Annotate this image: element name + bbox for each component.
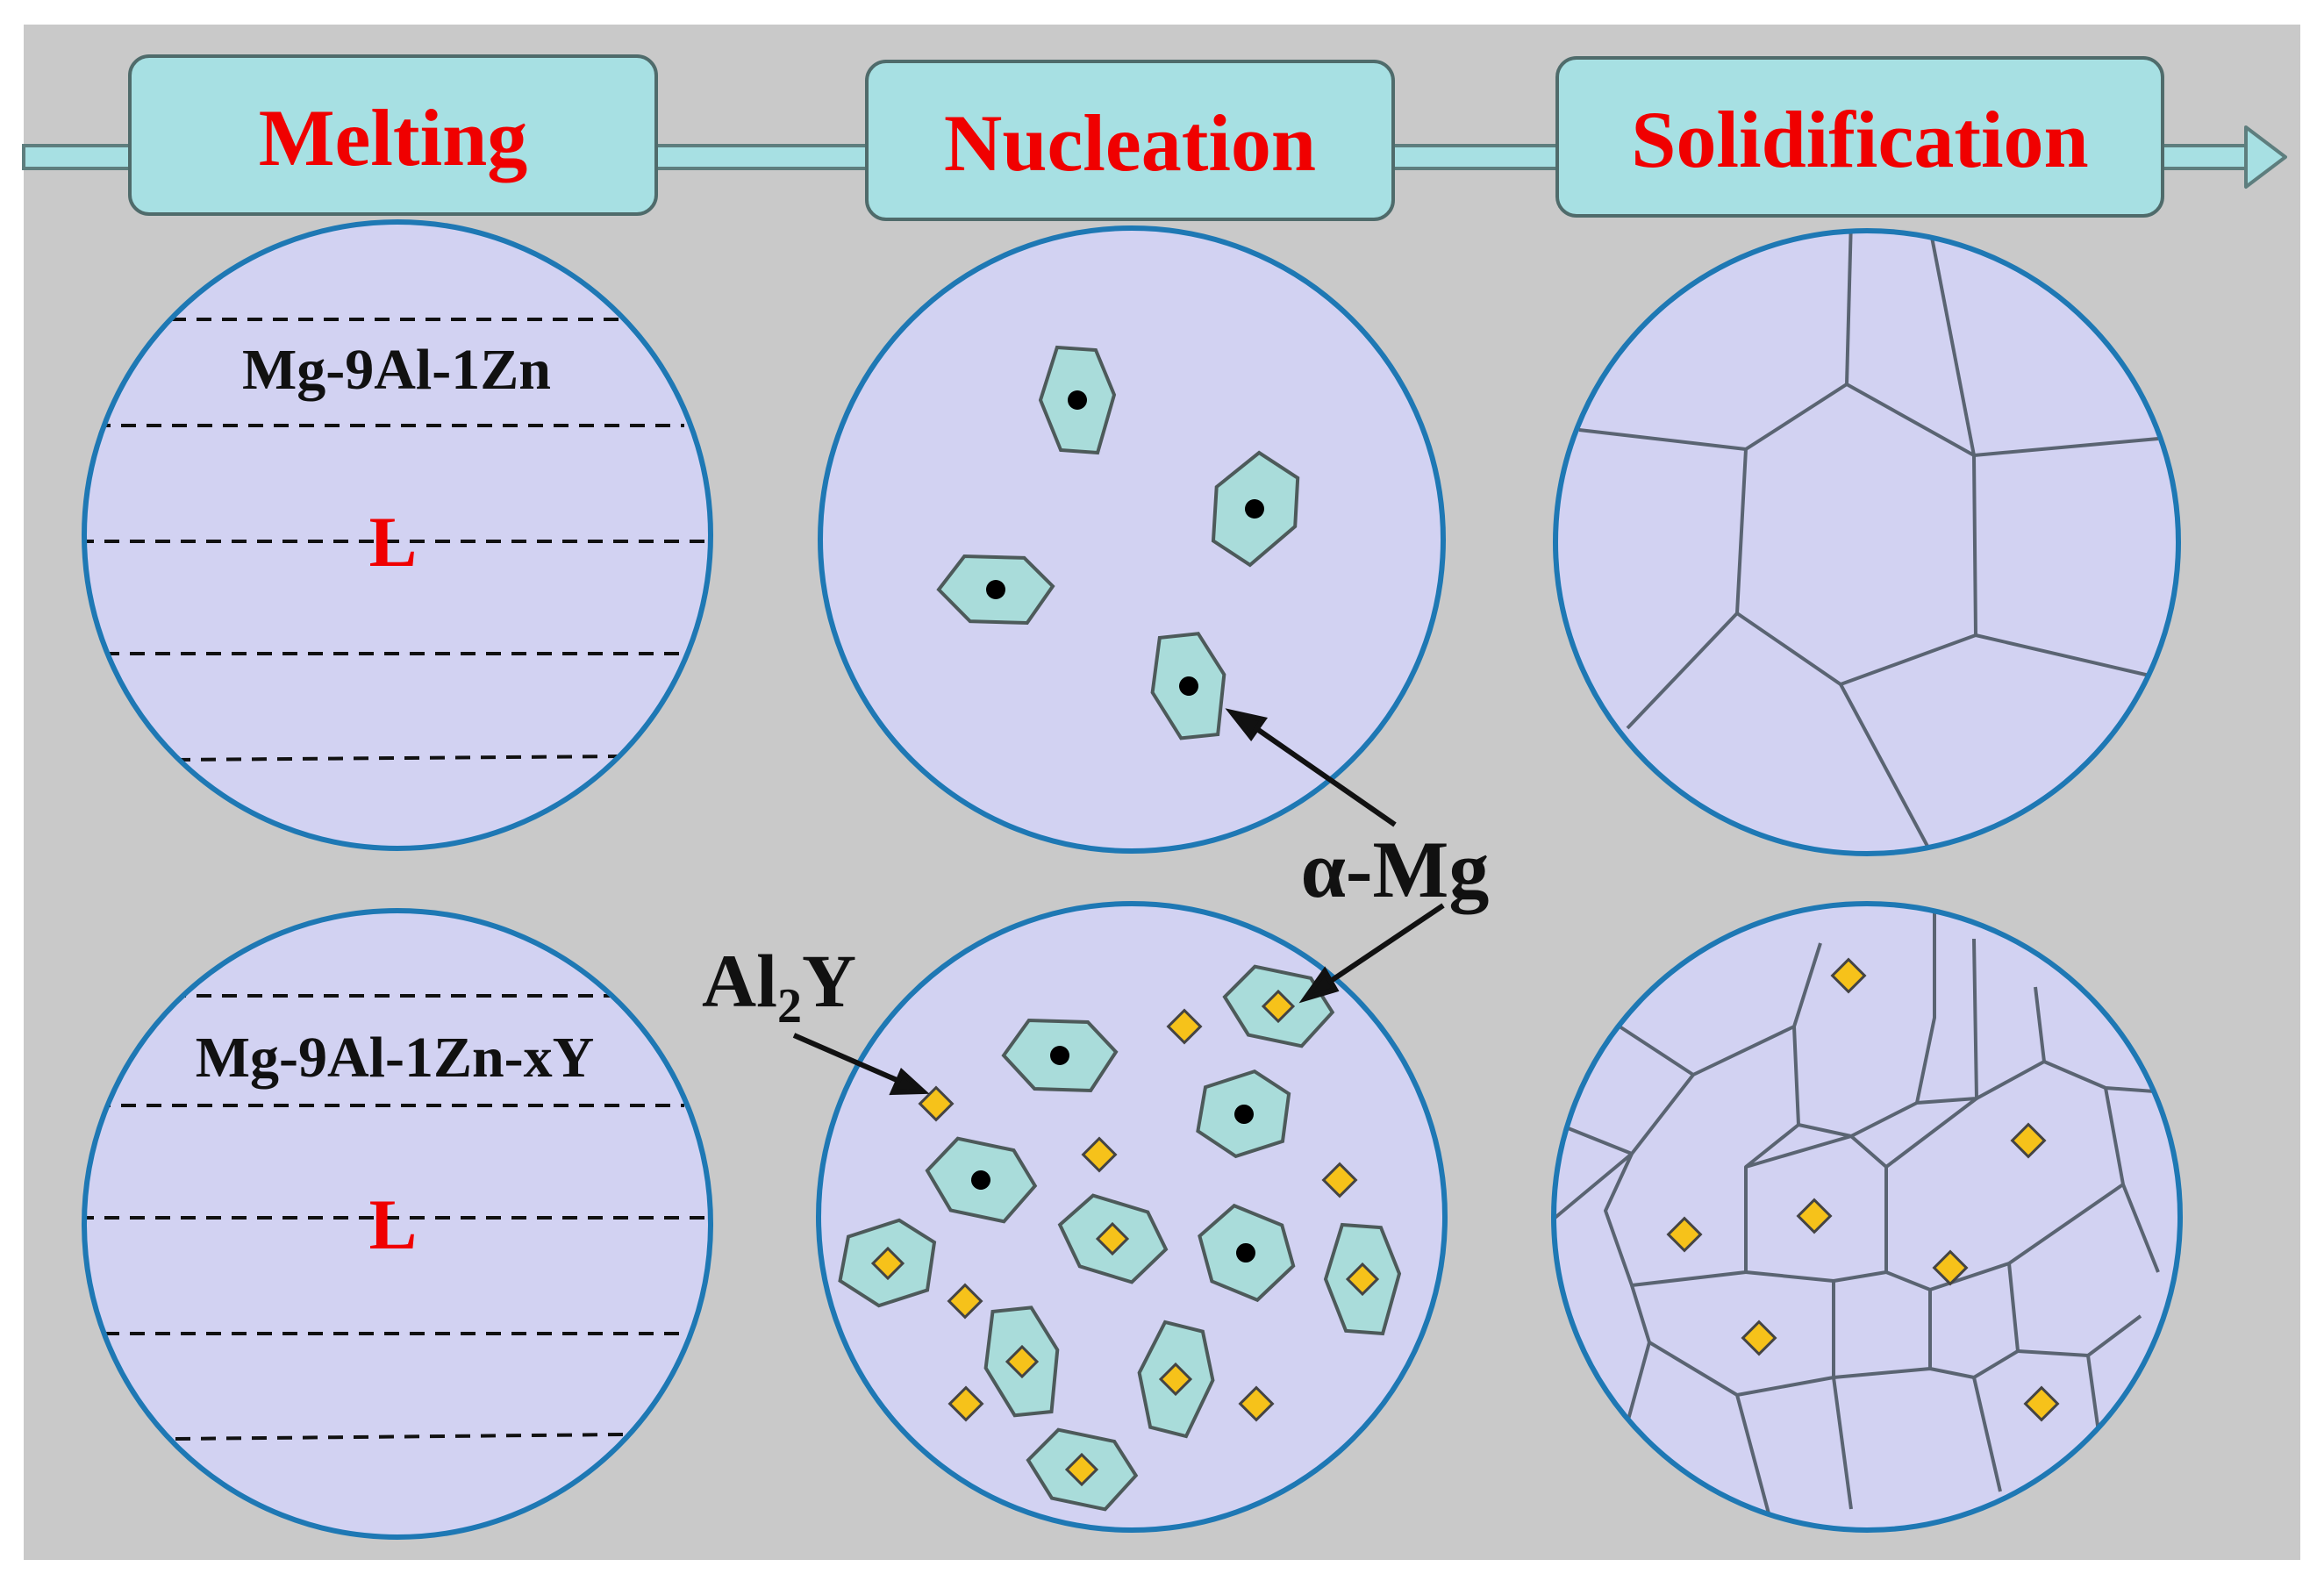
al2y-particle [1238,1385,1275,1422]
liquid-label-base: L [369,502,418,582]
nucleus-dot [1234,1105,1254,1124]
al2y-particle [1166,1008,1203,1045]
nucleus-dot [971,1170,990,1190]
al2y-particle [1321,1162,1358,1198]
grain-boundary [1884,1097,1978,1169]
grain-boundary [1595,942,1822,1077]
nucleus-dot [1245,499,1264,519]
alpha-mg-arrow-bottom [1319,903,1445,991]
alpha-mg-arrow-top [1244,719,1397,827]
nucleus-dot [1050,1046,1069,1065]
nucleus-dot [986,580,1005,599]
al2y-particle [947,1283,983,1320]
nucleation-panel-base [818,225,1446,854]
grain-boundary [1735,1394,1774,1527]
grain-boundary [1845,231,1853,385]
liquid-label-yttrium: L [369,1184,418,1264]
al2y-label: Al2Y [702,939,856,1034]
grain-boundary [1928,231,1976,456]
al2y-particle [2010,1122,2047,1159]
grain-boundary [1604,1123,1800,1287]
al2y-particle [1064,1452,1099,1487]
grain-boundary [1975,633,2150,677]
nucleation-panel-yttrium [816,901,1448,1533]
al2y-particle [1796,1198,1833,1234]
grain-boundary [1973,437,2159,457]
al2y-particle [1830,957,1867,994]
grain-boundary [2007,1263,2142,1357]
al2y-particle [1158,1362,1193,1397]
alpha-mg-grain [1198,1203,1296,1303]
alpha-mg-grain [1057,1193,1169,1284]
grain-boundary [1648,1341,1853,1510]
stage-label-melting: Melting [259,93,528,182]
al2y-label-tail: Y [802,939,856,1023]
al2y-particle [2023,1385,2060,1422]
al2y-label-sub: 2 [777,979,802,1034]
grain-boundary [1792,938,1978,1138]
melt-panel-base: Mg-9Al-1Zn L [82,219,713,851]
nucleus-dot [1068,390,1087,410]
alpha-mg-label: α-Mg [1301,825,1490,914]
nucleus-dot [1179,676,1198,696]
al2y-arrow [792,1033,911,1088]
alloy-label-yttrium: Mg-9Al-1Zn-xY [196,1026,595,1090]
alpha-mg-grain [1222,964,1335,1048]
alpha-mg-grain [838,1218,937,1308]
alpha-mg-grain [1323,1222,1402,1336]
al2y-particle [1932,1249,1969,1286]
al2y-particle [1005,1344,1040,1379]
al2y-particle [918,1085,955,1122]
melt-panel-yttrium: Mg-9Al-1Zn-xY L [82,908,713,1540]
alpha-mg-grain [1137,1320,1215,1439]
alpha-mg-grain [1026,1427,1139,1512]
stage-nucleation: Nucleation [865,60,1395,221]
al2y-particle [1261,989,1296,1024]
al2y-particle [947,1385,984,1422]
al2y-particle [1741,1320,1777,1356]
grain-boundary [1885,1183,2125,1291]
grain-boundary [1626,612,1739,730]
al2y-particle [1666,1216,1703,1253]
stage-label-nucleation: Nucleation [944,98,1316,188]
stage-solidification: Solidification [1555,56,2164,218]
alpha-mg-grain [1211,450,1300,568]
alpha-mg-grain [1001,1018,1119,1093]
nucleus-dot [1236,1243,1255,1263]
grain-boundary [1578,428,1747,451]
stage-label-solidification: Solidification [1631,95,2088,184]
alpha-mg-grain [925,1136,1038,1224]
stage-melting: Melting [128,54,658,216]
alpha-mg-grain [1038,345,1117,455]
annotation-arrows [792,708,1445,1096]
solidification-panel-yttrium [1551,901,2183,1533]
alpha-mg-grain [1150,632,1226,740]
alpha-mg-grain [983,1305,1060,1418]
solidification-panel-base [1553,228,2181,856]
al2y-label-main: Al [702,939,777,1023]
alloy-label-base: Mg-9Al-1Zn [242,338,551,402]
al2y-particle [1081,1136,1118,1173]
grain-boundary [1839,683,1932,852]
alpha-mg-grain [936,554,1055,626]
al2y-particle [1095,1221,1130,1256]
al2y-particle [870,1246,905,1281]
grain-boundary [1745,1134,1852,1169]
alpha-mg-grain [1196,1069,1291,1159]
grain-boundary [1915,912,1936,1104]
al2y-particle [1345,1262,1380,1297]
